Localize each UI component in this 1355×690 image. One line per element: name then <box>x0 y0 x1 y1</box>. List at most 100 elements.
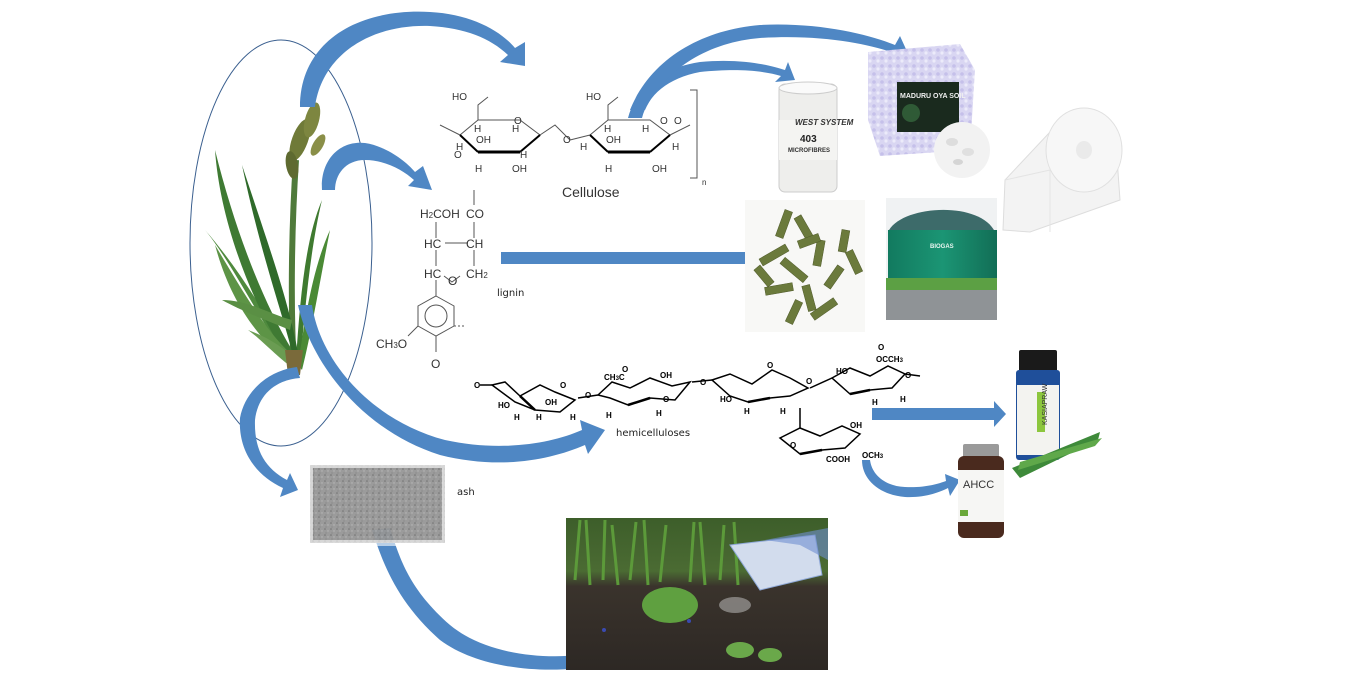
lignin-structure <box>407 190 475 352</box>
sedge-plant-image <box>205 102 330 375</box>
svg-text:OH: OH <box>652 164 667 175</box>
svg-text:H: H <box>514 413 520 422</box>
svg-text:OH: OH <box>476 135 491 146</box>
svg-text:OCCH3: OCCH3 <box>876 355 904 364</box>
svg-text:H: H <box>672 142 679 153</box>
svg-text:OH: OH <box>606 135 621 146</box>
svg-text:O: O <box>560 381 566 390</box>
cellulose-label: Cellulose <box>562 184 620 200</box>
svg-text:H: H <box>475 164 482 175</box>
arrow-cellulose-to-soil <box>630 24 910 110</box>
ash-fertilizer-garden-image <box>566 518 828 670</box>
svg-text:OH: OH <box>512 164 527 175</box>
svg-text:O: O <box>660 116 668 127</box>
biogas-plant-image <box>886 198 997 320</box>
svg-text:O: O <box>448 274 457 288</box>
svg-text:O: O <box>700 378 706 387</box>
lignin-atoms: H2COH CO HC CH HC O CH2 CH3O O <box>376 207 488 371</box>
svg-text:H2COH: H2COH <box>420 207 460 221</box>
svg-text:COOH: COOH <box>826 455 850 464</box>
svg-text:H: H <box>606 411 612 420</box>
svg-text:O: O <box>563 135 571 146</box>
svg-text:CH: CH <box>466 237 483 251</box>
ash-image <box>307 462 448 546</box>
cellulose-structure <box>439 89 698 179</box>
arrow-lignin-to-pellets <box>501 245 758 271</box>
svg-text:O: O <box>905 371 911 380</box>
cotton-roll-image <box>1002 107 1123 233</box>
svg-text:OCH3: OCH3 <box>862 451 884 460</box>
arrow-plant-to-lignin <box>321 142 432 190</box>
svg-text:O: O <box>622 365 628 374</box>
hemicelluloses-label: hemicelluloses <box>616 428 691 439</box>
svg-text:H: H <box>520 150 527 161</box>
essential-oil-image <box>1012 350 1102 478</box>
svg-text:HC: HC <box>424 267 442 281</box>
svg-text:O: O <box>474 381 480 390</box>
svg-text:H: H <box>456 142 463 153</box>
arrow-plant-to-hemicelluloses <box>298 305 605 463</box>
biogas-label: BIOGAS <box>930 244 954 250</box>
arrow-ash-to-fertilizer <box>372 528 640 670</box>
svg-text:HC: HC <box>424 237 442 251</box>
svg-text:O: O <box>878 343 884 352</box>
svg-text:HO: HO <box>452 92 467 103</box>
svg-text:HO: HO <box>498 401 510 410</box>
svg-text:O: O <box>585 391 591 400</box>
svg-text:O: O <box>454 150 462 161</box>
svg-text:H: H <box>474 124 481 135</box>
svg-text:O: O <box>674 116 682 127</box>
microfibres-brand: WEST SYSTEM <box>795 118 854 127</box>
microfibres-code: 403 <box>800 134 817 145</box>
svg-text:HO: HO <box>586 92 601 103</box>
arrow-plant-to-cellulose <box>300 11 525 107</box>
arrow-hemicelluloses-to-oil <box>872 401 1006 427</box>
svg-text:OH: OH <box>545 398 557 407</box>
soil-bag-image <box>868 44 990 178</box>
svg-text:H: H <box>605 164 612 175</box>
svg-text:O: O <box>514 116 522 127</box>
svg-text:OH: OH <box>850 421 862 430</box>
ash-label: ash <box>457 487 475 498</box>
plant-ellipse <box>189 39 373 447</box>
ahcc-label: AHCC <box>963 479 994 491</box>
svg-text:CO: CO <box>466 207 484 221</box>
svg-text:H: H <box>570 413 576 422</box>
svg-text:O: O <box>790 441 796 450</box>
svg-text:H: H <box>780 407 786 416</box>
svg-text:OH: OH <box>660 371 672 380</box>
svg-text:O: O <box>806 377 812 386</box>
pellets-image <box>745 200 865 332</box>
svg-text:CH2: CH2 <box>466 267 488 281</box>
hemicelluloses-atoms: O HO OH O O CH3C O OH O O HO O O HO O OC… <box>474 343 911 464</box>
svg-text:CH3C: CH3C <box>604 373 625 382</box>
svg-text:n: n <box>702 178 706 187</box>
arrow-plant-to-ash <box>239 367 300 497</box>
arrow-hemicelluloses-to-ahcc <box>862 460 960 498</box>
svg-text:H: H <box>642 124 649 135</box>
essential-oil-brand: KASIAPRAW <box>1042 383 1049 425</box>
svg-text:H: H <box>900 395 906 404</box>
svg-text:H: H <box>512 124 519 135</box>
svg-text:H: H <box>604 124 611 135</box>
svg-text:O: O <box>663 395 669 404</box>
svg-text:O: O <box>431 357 440 371</box>
soil-bag-label: MADURU OYA SOIL <box>900 93 966 100</box>
cellulose-atoms: HO H OH H O H O H H OH O HO H OH H O O H… <box>452 92 706 187</box>
svg-text:O: O <box>767 361 773 370</box>
lignin-label: lignin <box>497 288 525 299</box>
arrows <box>239 11 1006 670</box>
svg-text:H: H <box>580 142 587 153</box>
svg-text:HO: HO <box>720 395 732 404</box>
svg-text:CH3O: CH3O <box>376 337 407 351</box>
hemicelluloses-structure <box>480 365 921 456</box>
microfibres-product-image <box>778 81 838 193</box>
svg-text:H: H <box>536 413 542 422</box>
svg-text:H: H <box>744 407 750 416</box>
svg-text:HO: HO <box>836 367 848 376</box>
microfibres-name: MICROFIBRES <box>788 148 830 154</box>
svg-text:H: H <box>872 398 878 407</box>
ahcc-supplement-image <box>958 444 1004 538</box>
svg-text:H: H <box>656 409 662 418</box>
